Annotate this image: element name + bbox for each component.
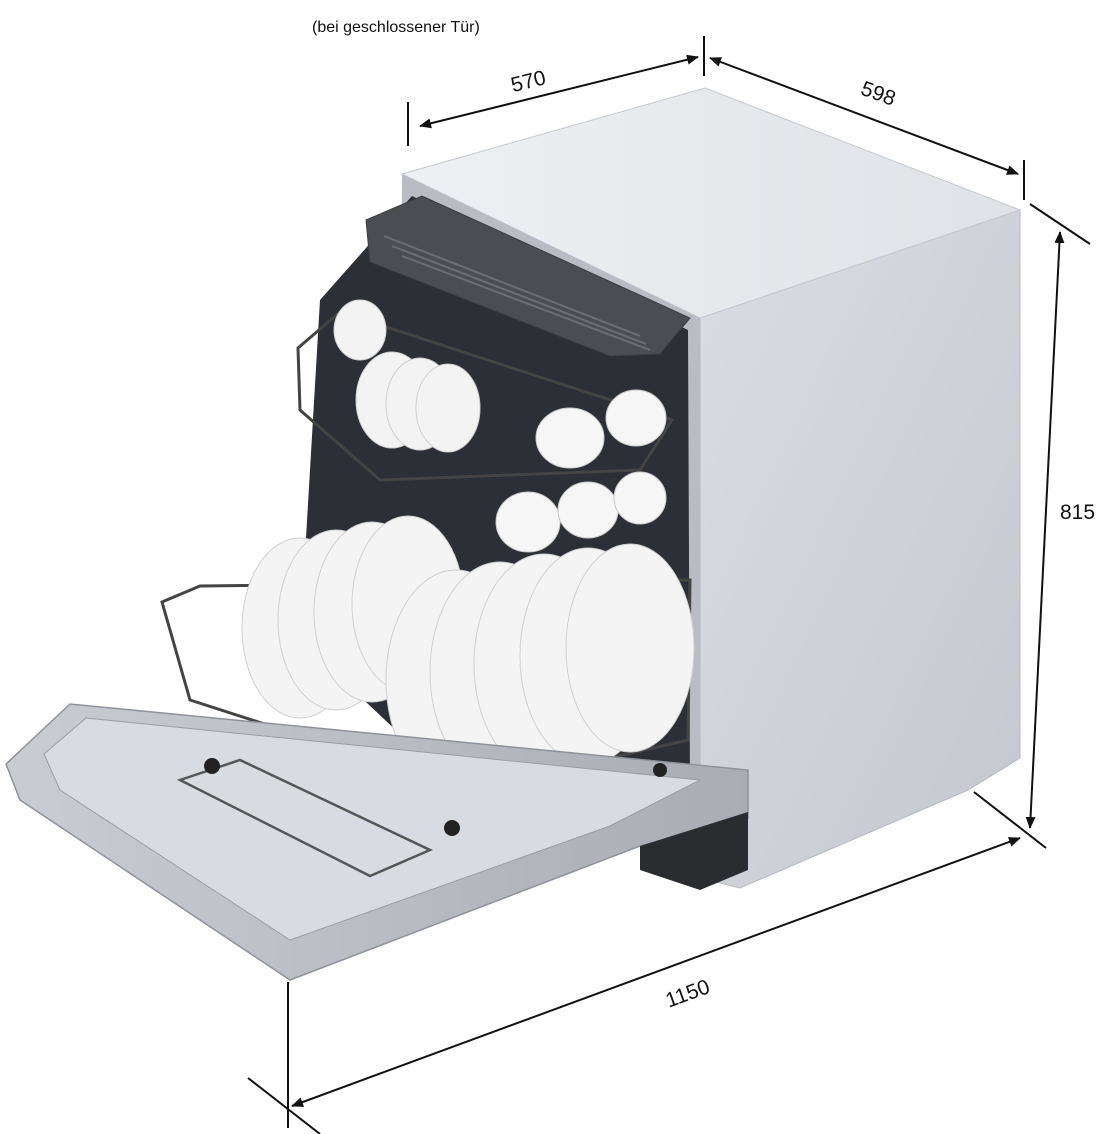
- cutlery-tray-slats: [383, 235, 651, 351]
- upper-basket-plates: [333, 299, 481, 453]
- dimension-label-width: 570: [509, 66, 549, 97]
- closed-door-note: (bei geschlossener Tür): [312, 19, 480, 36]
- dimension-line-width: [419, 54, 699, 129]
- dimension-line-depth: [709, 57, 1019, 175]
- basket-wheel: [204, 758, 220, 774]
- dimension-line-depth-open: [291, 837, 1021, 1107]
- dimension-line-depth-open-extension-bottom: [247, 1077, 321, 1134]
- basket-wheel: [444, 820, 460, 836]
- dishwasher-illustration: [5, 87, 1022, 981]
- lower-basket: [160, 578, 692, 792]
- dimension-lines: [247, 36, 1091, 1134]
- upper-basket-cups: [495, 389, 667, 553]
- cutlery-tray: [365, 195, 691, 357]
- basket-wheel: [653, 763, 667, 777]
- dimension-line-height-extension-bottom: [973, 791, 1047, 849]
- dimension-line-height-extension-top: [1029, 203, 1091, 245]
- dimension-line-height: [1025, 231, 1065, 829]
- dimension-label-depth-open: 1150: [663, 975, 713, 1012]
- open-door-inner: [43, 717, 702, 941]
- dimension-label-depth: 598: [858, 77, 899, 111]
- dimension-label-height: 815: [1060, 501, 1095, 524]
- lower-basket-plates: [241, 515, 695, 791]
